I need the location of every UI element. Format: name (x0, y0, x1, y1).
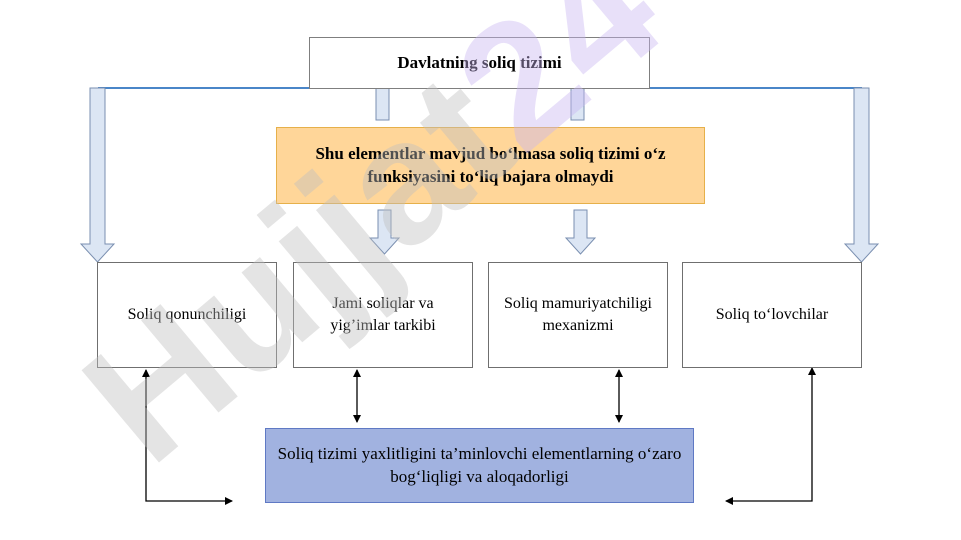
block-arrow-left (79, 87, 116, 263)
integration-text: Soliq tizimi yaxlitligini ta’minlovchi e… (277, 443, 682, 486)
feeder-left (375, 87, 390, 121)
element-box-taxes: Jami soliqlar va yig’imlar tarkibi (293, 262, 473, 368)
link-elbow-right (725, 367, 816, 505)
title-box: Davlatning soliq tizimi (309, 37, 650, 89)
block-arrow-right (843, 87, 880, 263)
block-arrow-middle-right (564, 209, 597, 255)
element-box-administration: Soliq mamuriyatchiligi mexanizmi (488, 262, 668, 368)
note-text: Shu elementlar mavjud bo‘lmasa soliq tiz… (315, 143, 666, 186)
title-text: Davlatning soliq tizimi (397, 52, 562, 72)
integration-box: Soliq tizimi yaxlitligini ta’minlovchi e… (265, 428, 694, 503)
element-box-taxpayers: Soliq to‘lovchilar (682, 262, 862, 368)
element-label: Soliq mamuriyatchiligi mexanizmi (504, 295, 652, 334)
link-elbow-left (142, 369, 233, 505)
feeder-right (570, 87, 585, 121)
block-arrow-middle-left (368, 209, 401, 255)
element-label: Soliq qonunchiligi (127, 306, 247, 324)
element-label: Soliq to‘lovchilar (715, 306, 829, 324)
element-box-legislation: Soliq qonunchiligi (97, 262, 277, 368)
note-box: Shu elementlar mavjud bo‘lmasa soliq tiz… (276, 127, 705, 204)
element-label: Jami soliqlar va yig’imlar tarkibi (330, 295, 436, 334)
